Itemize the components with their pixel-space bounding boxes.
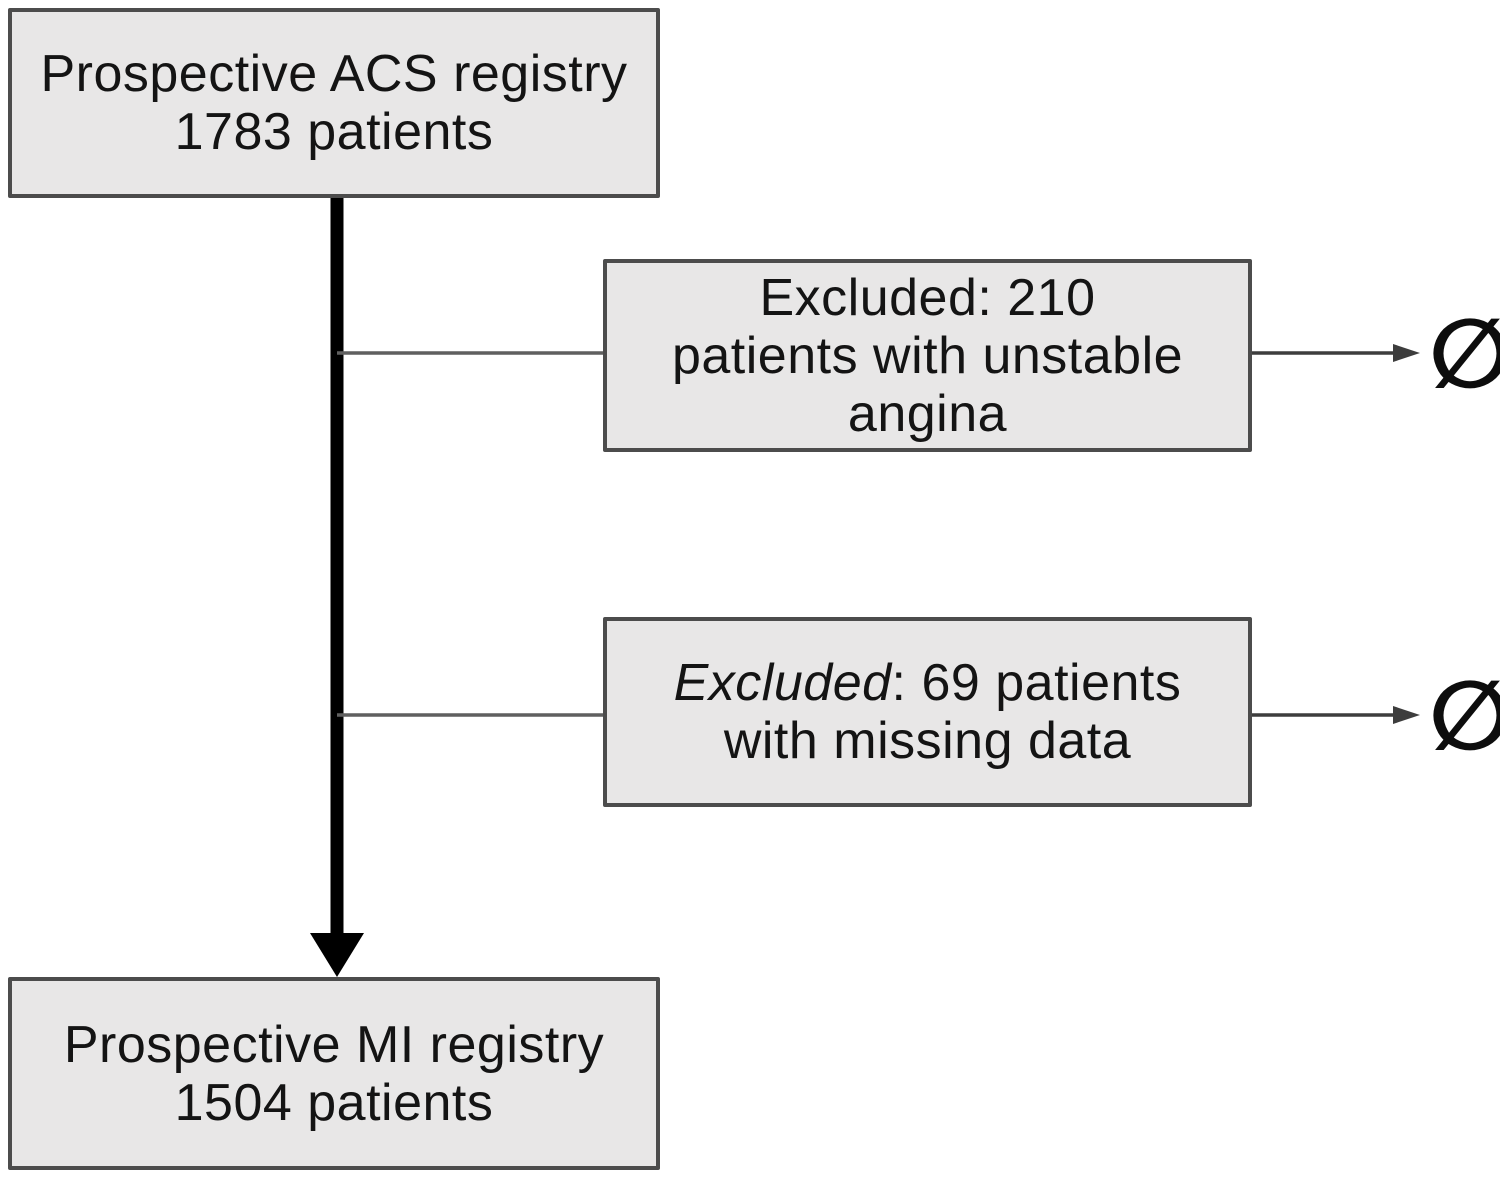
box-mi-registry: Prospective MI registry 1504 patients bbox=[8, 977, 660, 1170]
exit-arrowhead-2 bbox=[1393, 706, 1420, 724]
box-excluded-unstable-angina-line-3: angina bbox=[847, 384, 1008, 443]
box-mi-registry-line-2: 1504 patients bbox=[174, 1073, 494, 1132]
box-acs-registry: Prospective ACS registry 1783 patients bbox=[8, 8, 660, 198]
box-acs-registry-line-1: Prospective ACS registry bbox=[40, 45, 628, 103]
excluded-italic-label: Excluded bbox=[673, 654, 892, 712]
box-mi-registry-line-1: Prospective MI registry bbox=[63, 1015, 605, 1074]
box-excluded-unstable-angina-line-2: patients with unstable bbox=[671, 326, 1184, 385]
exit-arrowhead-1 bbox=[1393, 344, 1420, 362]
box-excluded-unstable-angina-line-1: Excluded: 210 bbox=[759, 268, 1096, 327]
box-excluded-unstable-angina: Excluded: 210 patients with unstable ang… bbox=[603, 259, 1252, 452]
empty-set-symbol-1: ∅ bbox=[1428, 298, 1500, 410]
box-excluded-missing-data-line-1: Excluded: 69 patients bbox=[674, 654, 1182, 712]
box-acs-registry-line-2: 1783 patients bbox=[174, 103, 494, 161]
empty-set-symbol-2: ∅ bbox=[1428, 660, 1500, 772]
box-excluded-missing-data: Excluded: 69 patients with missing data bbox=[603, 617, 1252, 807]
main-flow-arrowhead bbox=[310, 933, 364, 977]
excluded-rest-label: : 69 patients bbox=[891, 654, 1182, 712]
box-excluded-missing-data-line-2: with missing data bbox=[723, 712, 1132, 770]
